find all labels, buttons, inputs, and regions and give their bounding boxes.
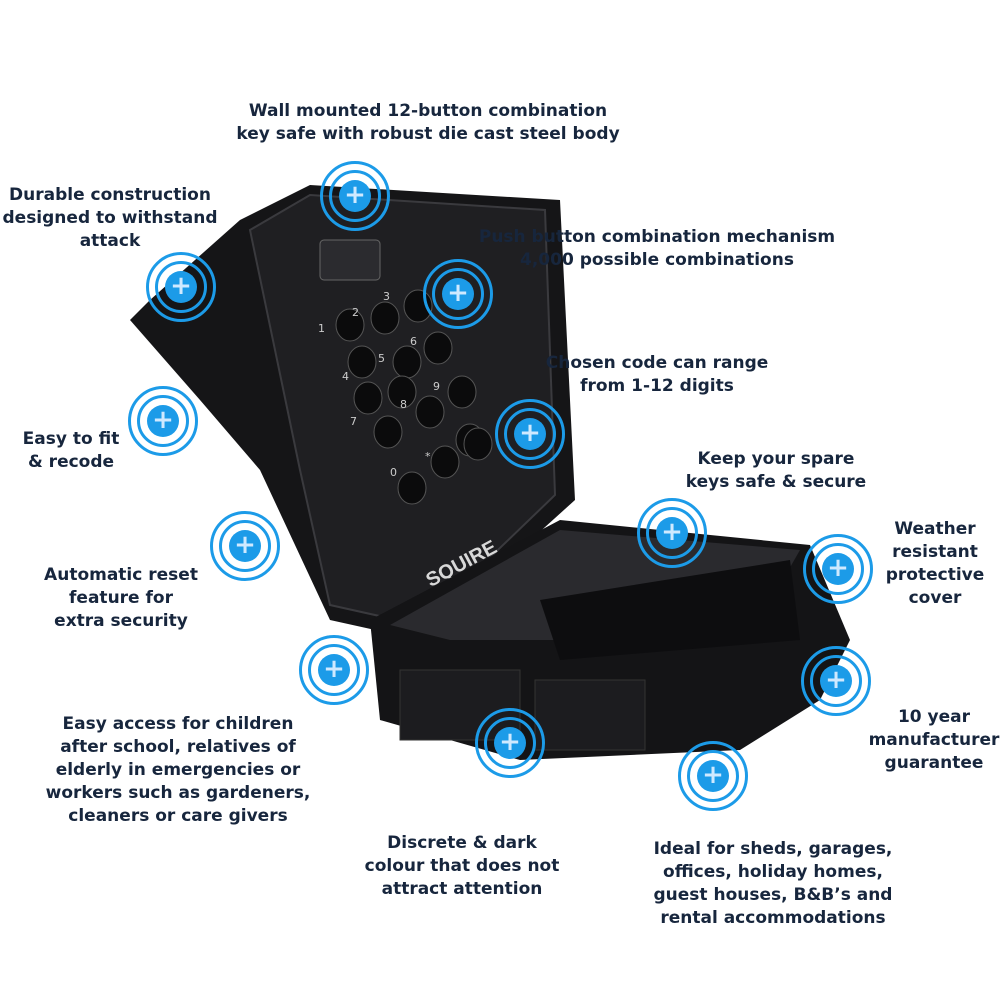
caption-line: cleaners or care givers [68,806,288,826]
keypad-button [423,331,453,365]
caption-line: 4,000 possible combinations [520,250,794,270]
hotspot-guarantee[interactable]: + [801,646,871,716]
hotspot-durable[interactable]: + [146,252,216,322]
caption-line: Easy to fit [22,429,120,449]
caption-line: attract attention [381,879,543,899]
hotspot-ideal-for[interactable]: + [678,741,748,811]
caption-line: Easy access for children [62,714,294,734]
caption-line: colour that does not [364,856,560,876]
keypad-label: 0 [390,466,397,479]
keypad-label: 9 [433,380,440,393]
keypad-button [370,301,400,335]
plus-icon: + [165,271,197,303]
caption-line: Keep your spare [697,449,855,469]
caption-line: attack [79,231,141,251]
caption-line: rental accommodations [660,908,886,928]
caption-line: extra security [54,611,188,631]
hotspot-weather[interactable]: + [803,534,873,604]
caption-line: & recode [27,452,115,472]
caption-line: after school, relatives of [60,737,296,757]
plus-icon: + [494,727,526,759]
feature-caption-easy-fit: Easy to fit & recode [23,428,120,474]
keypad-label: * [425,450,431,463]
feature-caption-auto-reset: Automatic reset feature for extra security [44,564,198,633]
plus-icon: + [514,418,546,450]
plus-icon: + [442,278,474,310]
hotspot-code-range[interactable]: + [495,399,565,469]
caption-line: cover [908,588,962,608]
caption-line: guarantee [884,753,984,773]
caption-line: protective [885,565,985,585]
caption-line: elderly in emergencies or [55,760,301,780]
feature-caption-push-button: Push button combination mechanism 4,000 p… [479,226,835,272]
plus-icon: + [697,760,729,792]
keypad-button [392,345,422,379]
reset-slider [319,239,381,281]
plus-icon: + [339,180,371,212]
keypad-label: 2 [352,306,359,319]
keypad-button [430,445,460,479]
keypad-label: 4 [342,370,349,383]
key-safe-inner-wall [540,560,800,660]
caption-line: from 1-12 digits [580,376,734,396]
caption-line: Durable construction [9,185,211,205]
keypad-button [387,375,417,409]
hotspot-spare-keys[interactable]: + [637,498,707,568]
caption-line: designed to withstand [2,208,218,228]
caption-line: 10 year [897,707,971,727]
keypad-button [415,395,445,429]
feature-caption-ideal-for: Ideal for sheds, garages, offices, holida… [654,838,893,930]
plus-icon: + [147,405,179,437]
keypad-button [447,375,477,409]
keypad-label: 5 [378,352,385,365]
caption-line: feature for [69,588,173,608]
hotspot-auto-reset[interactable]: + [210,511,280,581]
feature-caption-discrete: Discrete & dark colour that does not attra… [365,832,560,901]
caption-line: Discrete & dark [387,833,537,853]
feature-caption-wall-mounted: Wall mounted 12-button combination key sa… [236,100,619,146]
plus-icon: + [822,553,854,585]
caption-line: offices, holiday homes, [663,862,883,882]
feature-caption-durable: Durable construction designed to withstan… [2,184,217,253]
keypad-button [373,415,403,449]
caption-line: Chosen code can range [545,353,769,373]
keypad-label: 8 [400,398,407,411]
feature-caption-weather: Weather resistant protective cover [886,518,985,610]
hotspot-easy-access[interactable]: + [299,635,369,705]
caption-line: workers such as gardeners, [45,783,311,803]
feature-caption-spare-keys: Keep your spare keys safe & secure [686,448,866,494]
hotspot-easy-fit[interactable]: + [128,386,198,456]
caption-line: Ideal for sheds, garages, [653,839,893,859]
feature-caption-code-range: Chosen code can range from 1-12 digits [546,352,769,398]
caption-line: guest houses, B&B’s and [653,885,893,905]
hotspot-wall-mounted[interactable]: + [320,161,390,231]
feature-caption-guarantee: 10 year manufacturer guarantee [869,706,1000,775]
caption-line: Push button combination mechanism [478,227,836,247]
caption-line: key safe with robust die cast steel body [236,124,620,144]
caption-line: Automatic reset [44,565,198,585]
caption-line: Weather [894,519,976,539]
plus-icon: + [229,530,261,562]
keypad-label: 6 [410,335,417,348]
keypad-button [397,471,427,505]
keypad-label: 7 [350,415,357,428]
keypad-label: 3 [383,290,390,303]
caption-line: resistant [892,542,978,562]
keypad-button [463,427,493,461]
hotspot-discrete[interactable]: + [475,708,545,778]
hotspot-push-button[interactable]: + [423,259,493,329]
plus-icon: + [318,654,350,686]
keypad-button [347,345,377,379]
keypad-button [335,308,365,342]
plus-icon: + [820,665,852,697]
caption-line: keys safe & secure [685,472,867,492]
plus-icon: + [656,517,688,549]
caption-line: Wall mounted 12-button combination [248,101,608,121]
keypad-button [353,381,383,415]
caption-line: manufacturer [868,730,1000,750]
keypad-label: 1 [318,322,325,335]
feature-caption-easy-access: Easy access for children after school, re… [46,713,311,828]
